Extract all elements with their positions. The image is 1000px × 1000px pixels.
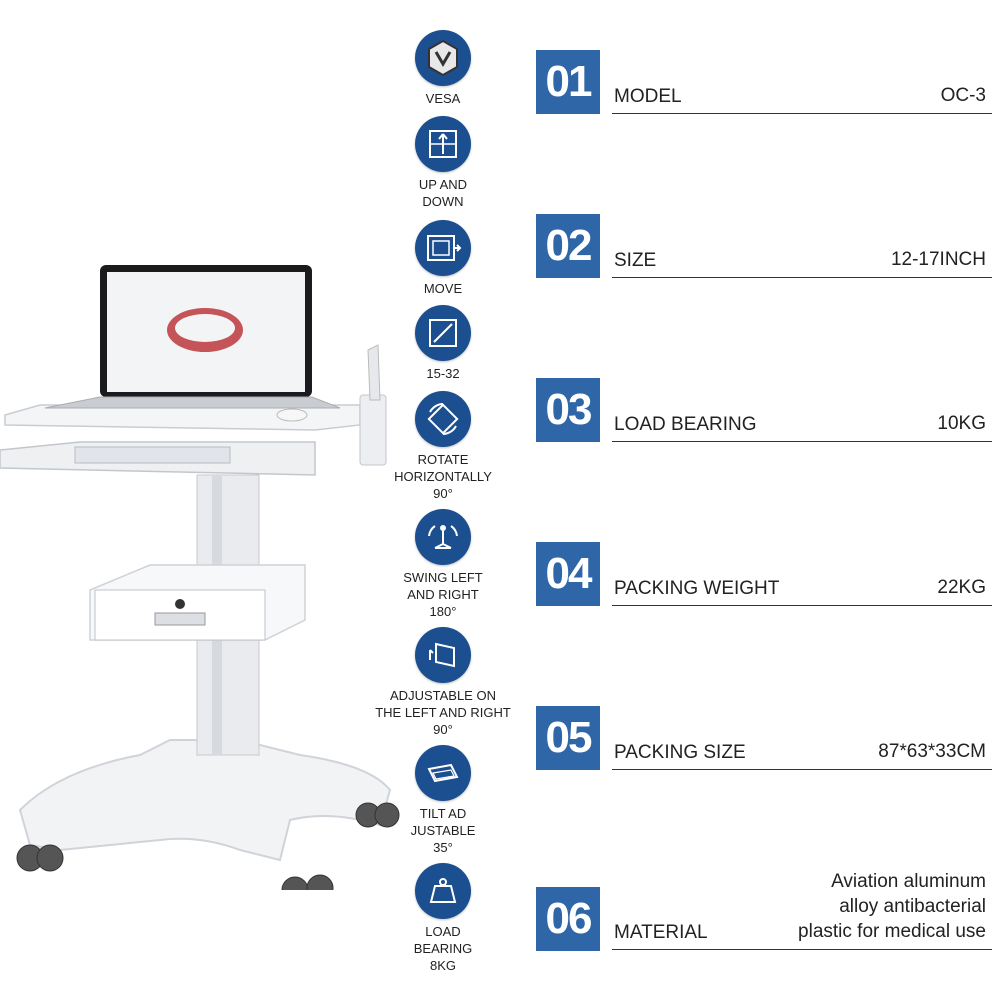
product-image-laptop-cart (0, 250, 400, 904)
divider (612, 769, 992, 770)
up-down-icon (415, 116, 471, 172)
spec-value: 12-17INCH (890, 249, 986, 270)
vesa-badge-icon (415, 30, 471, 86)
spec-row-packing-weight: 04 PACKING WEIGHT 22KG (536, 542, 992, 606)
divider (612, 441, 992, 442)
feature-label: UP AND DOWN (418, 177, 468, 209)
spec-row-model: 01 MODEL OC-3 (536, 50, 992, 114)
spec-value: 87*63*33CM (878, 741, 986, 762)
spec-number: 06 (536, 887, 600, 951)
feature-label: ADJUSTABLE ON THE LEFT AND RIGHT 90° (375, 688, 511, 737)
feature-label: TILT AD JUSTABLE 35° (410, 806, 476, 855)
feature-label: ROTATE HORIZONTALLY 90° (394, 452, 492, 501)
spec-row-load-bearing: 03 LOAD BEARING 10KG (536, 378, 992, 442)
adjust-side-icon (415, 627, 471, 683)
spec-number: 01 (536, 50, 600, 114)
spec-name: PACKING WEIGHT (614, 578, 780, 599)
swing-icon (415, 509, 471, 565)
divider (612, 949, 992, 950)
feature-vesa: VESA (368, 30, 518, 107)
feature-up-down: UP AND DOWN (368, 116, 518, 210)
spec-row-material: 06 MATERIAL Aviation aluminum alloy anti… (536, 871, 992, 951)
spec-number: 04 (536, 542, 600, 606)
feature-label: 15-32 (426, 366, 460, 381)
feature-monitor-size: 15-32 (368, 305, 518, 382)
spec-name: MATERIAL (614, 922, 708, 943)
move-arrow-icon (415, 220, 471, 276)
spec-number: 05 (536, 706, 600, 770)
spec-row-packing-size: 05 PACKING SIZE 87*63*33CM (536, 706, 992, 770)
spec-name: SIZE (614, 250, 657, 271)
spec-value: 22KG (937, 577, 986, 598)
spec-row-size: 02 SIZE 12-17INCH (536, 214, 992, 278)
spec-number: 03 (536, 378, 600, 442)
spec-number: 02 (536, 214, 600, 278)
load-weight-icon (415, 863, 471, 919)
spec-value: Aviation aluminum alloy antibacterial pl… (798, 871, 986, 942)
feature-label: VESA (425, 91, 461, 106)
feature-label: SWING LEFT AND RIGHT 180° (403, 570, 483, 619)
feature-load: LOAD BEARING 8KG (368, 863, 518, 974)
divider (612, 277, 992, 278)
rotate-icon (415, 391, 471, 447)
feature-label: MOVE (423, 281, 463, 296)
divider (612, 113, 992, 114)
spec-name: PACKING SIZE (614, 742, 746, 763)
monitor-size-icon (415, 305, 471, 361)
feature-tilt: TILT AD JUSTABLE 35° (368, 745, 518, 856)
spec-name: LOAD BEARING (614, 414, 757, 435)
spec-name: MODEL (614, 86, 682, 107)
tilt-icon (415, 745, 471, 801)
feature-label: LOAD BEARING 8KG (413, 924, 473, 973)
spec-value: 10KG (937, 413, 986, 434)
feature-move: MOVE (368, 220, 518, 297)
spec-value: OC-3 (940, 85, 986, 106)
feature-adjust-side: ADJUSTABLE ON THE LEFT AND RIGHT 90° (368, 627, 518, 738)
feature-rotate: ROTATE HORIZONTALLY 90° (368, 391, 518, 502)
divider (612, 605, 992, 606)
feature-swing: SWING LEFT AND RIGHT 180° (368, 509, 518, 620)
